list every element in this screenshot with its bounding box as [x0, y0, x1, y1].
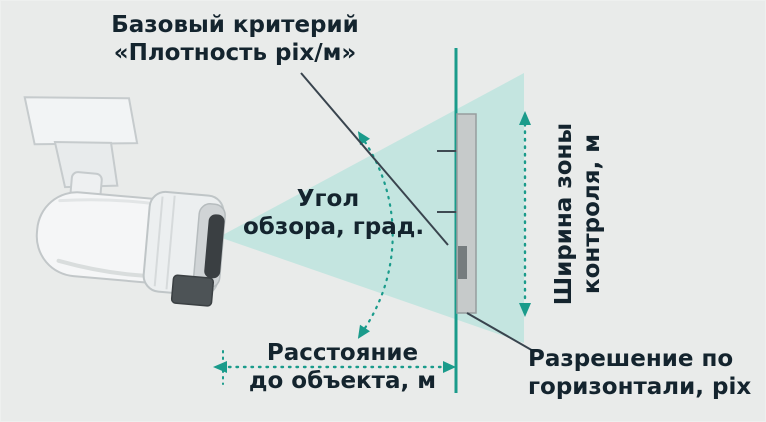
zone-width-line2: контроля, м	[579, 133, 605, 295]
target-bar	[456, 113, 477, 314]
label-resolution: Разрешение по горизонтали, pix	[528, 345, 763, 401]
camera-lens	[204, 214, 225, 279]
label-zone-width: Ширина зоны контроля, м	[550, 99, 608, 329]
pointer-line-density	[300, 72, 449, 246]
camera-hood-ridge-1	[153, 196, 164, 287]
camera-mount-neck	[53, 140, 119, 189]
distance-arrow-head-left	[213, 361, 227, 373]
distance-line1: Расстояние	[266, 340, 419, 366]
view-angle-line2: обзора, град.	[243, 214, 425, 240]
camera-ir-box	[170, 274, 215, 307]
zone-width-arrow-head-top	[519, 111, 531, 125]
angle-arc	[363, 140, 394, 330]
resolution-line2: горизонтали, pix	[528, 374, 752, 400]
camera-illustration	[23, 96, 226, 307]
label-base-criterion: Базовый критерий «Плотность pix/м»	[105, 11, 365, 67]
label-distance: Расстояние до объекта, м	[245, 339, 440, 395]
fov-cone	[219, 73, 524, 343]
angle-arc-head-bottom	[357, 324, 370, 339]
pointer-line-resolution	[466, 312, 536, 353]
view-angle-line1: Угол	[296, 186, 360, 212]
resolution-line1: Разрешение по	[528, 346, 734, 372]
camera-mount-plate	[23, 96, 139, 146]
zone-width-arrow-head-bottom	[519, 303, 531, 317]
camera-hood-ridge-2	[165, 195, 176, 290]
zone-width-line1: Ширина зоны	[551, 122, 577, 306]
distance-line2: до объекта, м	[248, 368, 437, 394]
base-criterion-line2: «Плотность pix/м»	[113, 40, 357, 66]
label-view-angle: Угол обзора, град.	[243, 185, 425, 241]
target-bar-notch	[458, 246, 467, 279]
distance-arrow-head-right	[443, 361, 456, 373]
base-criterion-line1: Базовый критерий	[111, 12, 359, 38]
